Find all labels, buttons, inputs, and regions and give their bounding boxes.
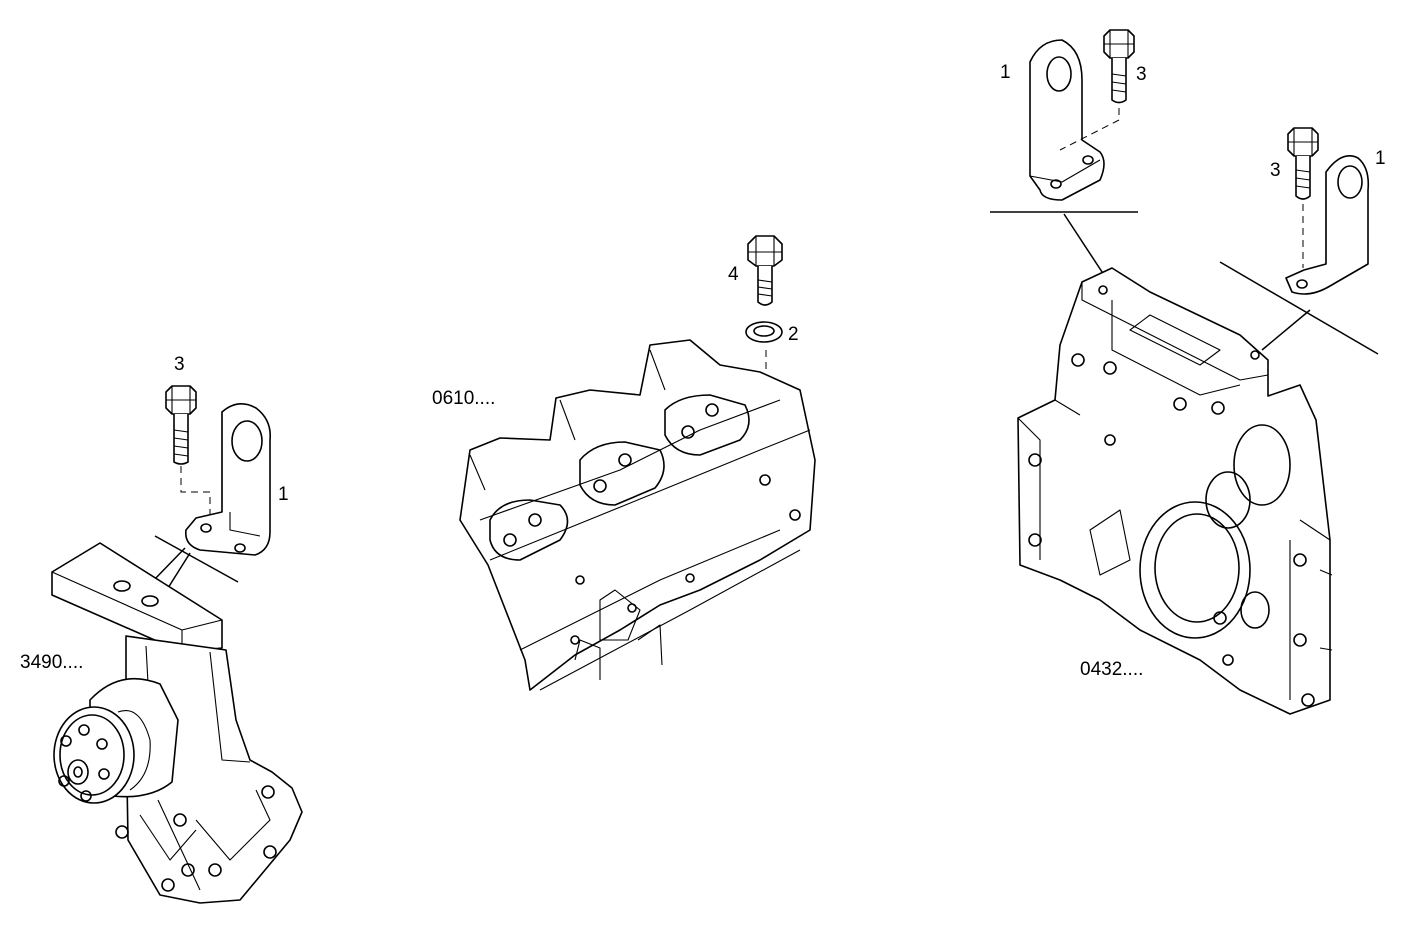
left-bracket bbox=[184, 403, 272, 556]
center-bolt bbox=[747, 235, 783, 306]
callout-center-bolt: 4 bbox=[728, 264, 739, 285]
callout-left-assembly-ref: 3490.... bbox=[20, 652, 83, 673]
callout-center-assembly-ref: 0610.... bbox=[432, 388, 495, 409]
left-group bbox=[51, 385, 303, 904]
callout-right-top-bracket: 1 bbox=[1000, 62, 1011, 83]
callout-center-washer: 2 bbox=[788, 324, 799, 345]
right-top-bracket bbox=[1029, 39, 1105, 201]
left-fan-support bbox=[51, 542, 303, 904]
center-cylinder-head bbox=[459, 339, 816, 691]
center-washer bbox=[745, 321, 783, 343]
left-bolt bbox=[165, 385, 197, 465]
callout-left-bracket: 1 bbox=[278, 484, 289, 505]
callout-right-assembly-ref: 0432.... bbox=[1080, 659, 1143, 680]
right-top-bolt bbox=[1103, 29, 1135, 104]
callout-right-top-bolt: 3 bbox=[1136, 64, 1147, 85]
center-group bbox=[459, 235, 816, 691]
callout-left-bolt: 3 bbox=[174, 354, 185, 375]
right-side-bolt bbox=[1287, 127, 1319, 200]
right-side-bracket bbox=[1285, 155, 1370, 295]
right-group bbox=[990, 29, 1379, 715]
right-timing-cover bbox=[1017, 267, 1333, 715]
callout-right-side-bolt: 3 bbox=[1270, 160, 1281, 181]
callout-right-side-bracket: 1 bbox=[1375, 148, 1386, 169]
